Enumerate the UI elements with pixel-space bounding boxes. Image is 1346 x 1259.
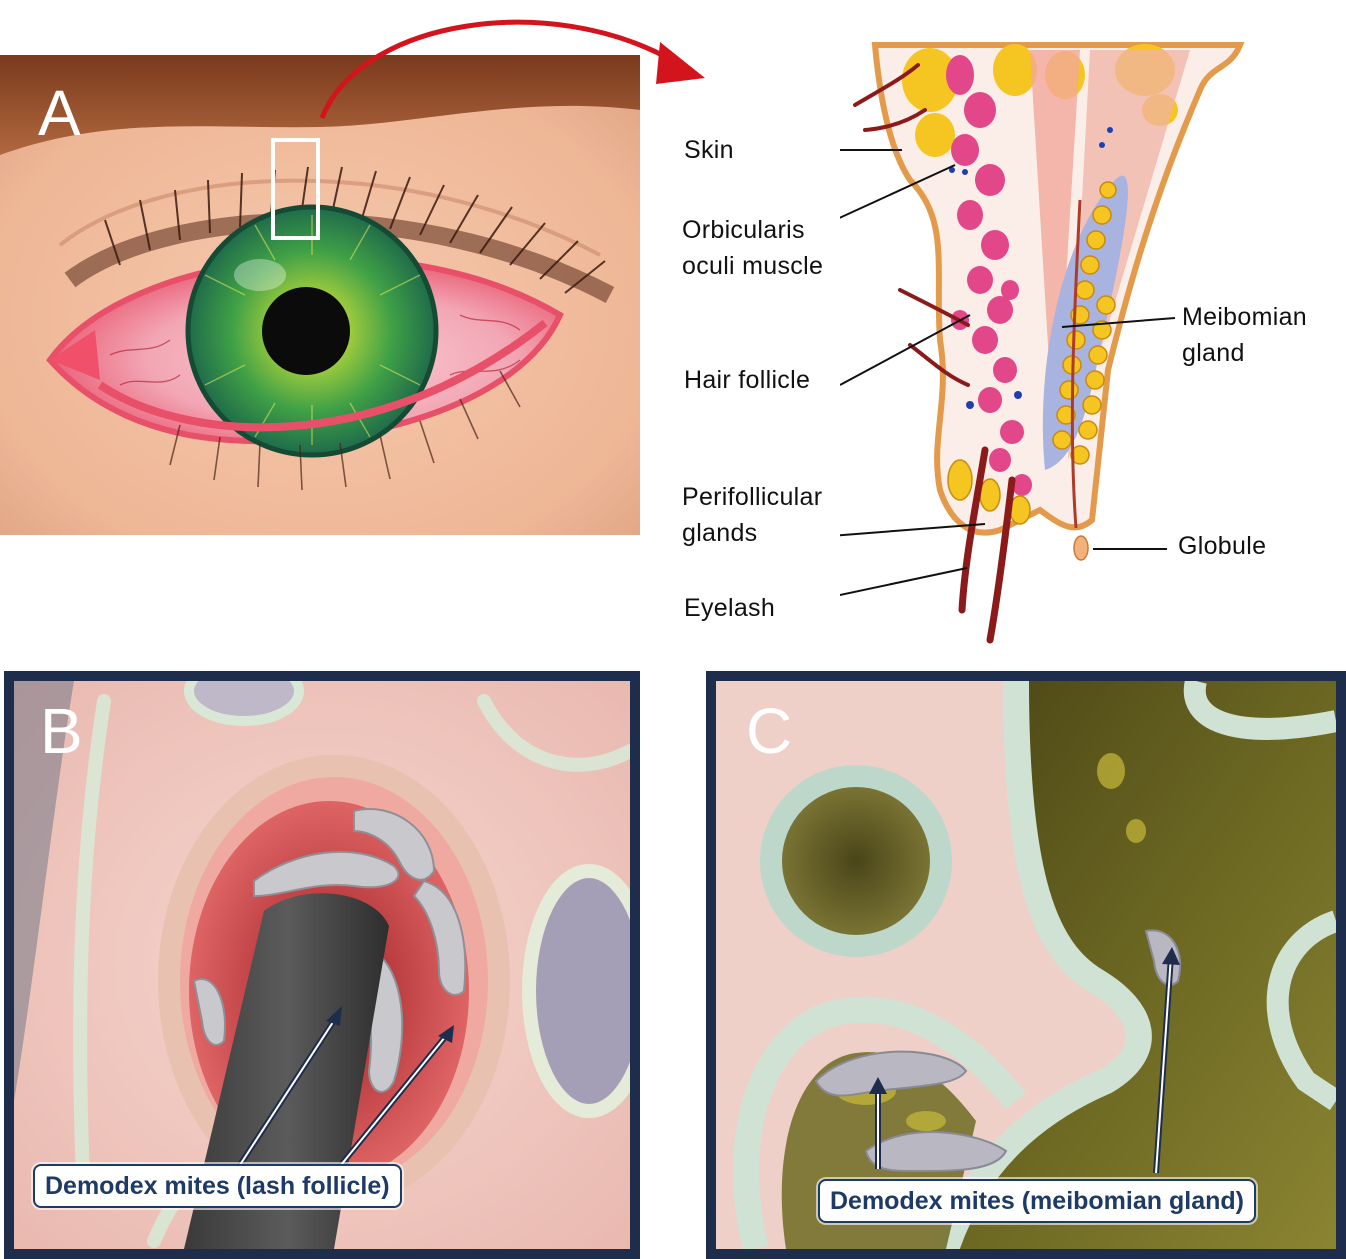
panel-b-lash-follicle: B Demodex mites (lash follicle): [4, 671, 640, 1259]
panel-c-meibomian-gland: C Demodex mites (meibomian gland): [706, 671, 1346, 1259]
label-meibomian-line1: Meibomian: [1182, 303, 1307, 331]
panel-b-letter: B: [40, 695, 83, 767]
zoom-arrow: [319, 19, 705, 119]
meibomian-gland-illustration: [716, 681, 1336, 1249]
label-eyelash: Eyelash: [684, 594, 776, 622]
meibomian-gland-callout: Demodex mites (meibomian gland): [818, 1179, 1256, 1223]
label-perifollicular-line2: glands: [682, 519, 758, 547]
eye-photograph: A: [0, 55, 640, 535]
label-orbicularis-line1: Orbicularis: [682, 216, 805, 244]
eyelid-cross-section: [840, 42, 1245, 644]
label-skin: Skin: [684, 136, 734, 164]
label-orbicularis-line2: oculi muscle: [682, 252, 824, 280]
panel-a-letter: A: [38, 77, 81, 149]
eye-illustration: [0, 55, 640, 535]
label-hair-follicle: Hair follicle: [684, 366, 811, 394]
lash-follicle-callout: Demodex mites (lash follicle): [33, 1164, 402, 1208]
label-perifollicular-line1: Perifollicular: [682, 483, 823, 511]
label-meibomian-line2: gland: [1182, 339, 1245, 367]
highlight-box: [271, 138, 320, 240]
label-globule: Globule: [1178, 532, 1267, 560]
panel-c-letter: C: [746, 695, 793, 767]
